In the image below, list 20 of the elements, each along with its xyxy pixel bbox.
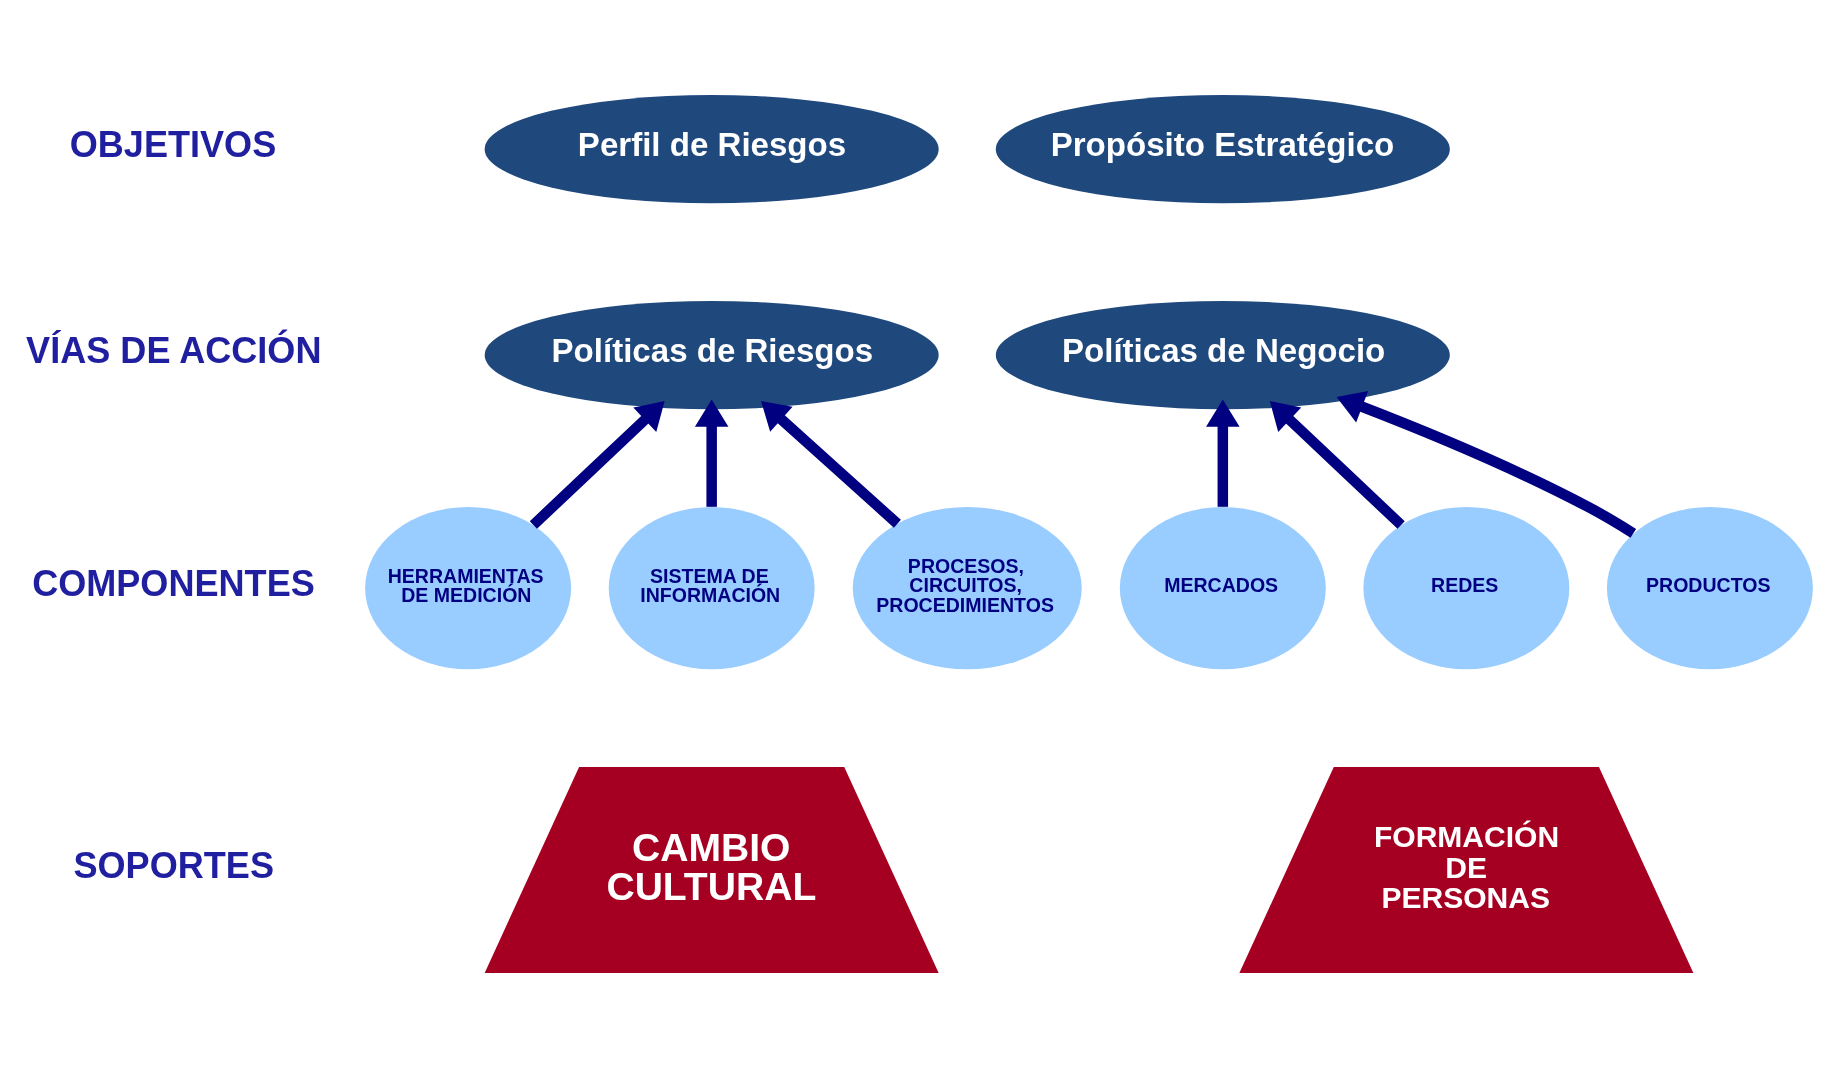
label: COMPONENTES xyxy=(32,562,315,604)
node-ellipse: Perfil de Riesgos xyxy=(484,95,939,204)
node-ellipse: PROCESOS, CIRCUITOS, PROCEDIMIENTOS xyxy=(852,506,1082,670)
arrow xyxy=(1269,401,1405,529)
node-ellipse: PRODUCTOS xyxy=(1606,506,1813,670)
node-ellipse: MERCADOS xyxy=(1119,506,1326,670)
node-ellipse: Políticas de Negocio xyxy=(995,301,1450,410)
node-ellipse: REDES xyxy=(1363,506,1570,670)
node-ellipse: HERRAMIENTAS DE MEDICIÓN xyxy=(365,506,572,670)
arrow xyxy=(761,401,901,528)
label: VÍAS DE ACCIÓN xyxy=(26,329,322,371)
arrow xyxy=(529,401,665,529)
arrow xyxy=(1206,399,1240,507)
arrow xyxy=(1336,391,1637,538)
node-ellipse: Políticas de Riesgos xyxy=(484,301,939,410)
label: SOPORTES xyxy=(73,844,274,886)
node-ellipse: Propósito Estratégico xyxy=(995,95,1450,204)
arrow xyxy=(694,399,729,507)
node-ellipse: SISTEMA DE INFORMACIÓN xyxy=(608,506,815,670)
label: OBJETIVOS xyxy=(69,123,277,165)
